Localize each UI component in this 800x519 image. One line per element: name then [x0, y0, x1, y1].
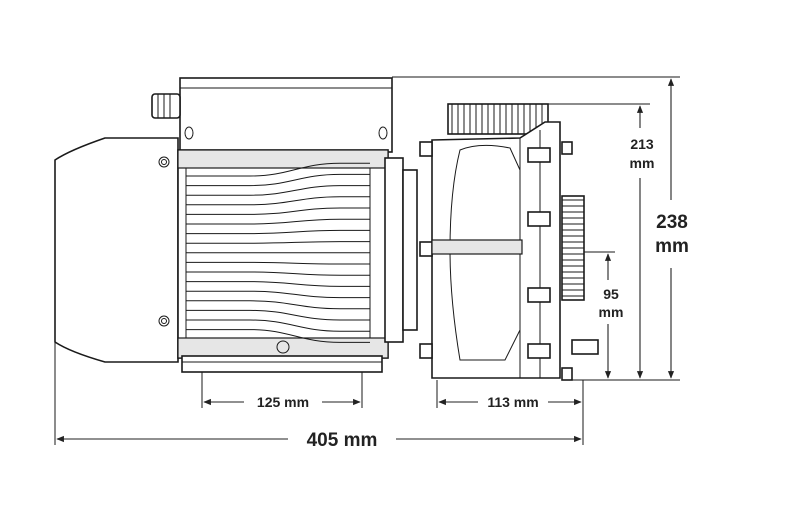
label-405-mm: 405 mm: [307, 430, 378, 451]
inlet-threads: [561, 195, 585, 301]
motor-foot: [181, 355, 383, 373]
cooling-fin: [186, 329, 370, 343]
drain-plug: [276, 340, 290, 354]
cooling-fin: [186, 300, 370, 310]
cooling-fin: [186, 271, 370, 276]
dimension-labels: 125 mm 113 mm 405 mm 213 mm 238 mm 95 mm: [257, 136, 689, 451]
cooling-fins: [186, 162, 370, 343]
label-238: 238: [656, 212, 688, 233]
outlet-threads: [447, 103, 549, 135]
cooling-fin: [186, 162, 370, 177]
label-213: 213: [630, 136, 654, 152]
cooling-fin: [186, 207, 370, 215]
cable-gland: [151, 93, 181, 119]
label-125-mm: 125 mm: [257, 394, 309, 410]
pump-head: [419, 103, 599, 381]
motor-assembly: [54, 77, 418, 373]
cooling-fin: [186, 241, 370, 244]
cooling-fin: [186, 218, 370, 225]
label-238-unit: mm: [655, 236, 689, 257]
label-113-mm: 113 mm: [487, 394, 538, 410]
motor-flange: [384, 157, 404, 343]
cooling-fin: [186, 319, 370, 332]
dimension-lines: [54, 76, 680, 445]
pump-bolts: [419, 141, 573, 381]
cooling-fin: [186, 281, 370, 287]
cooling-fin: [186, 309, 370, 321]
label-213-unit: mm: [630, 155, 655, 171]
cooling-fin: [186, 290, 370, 299]
fan-cover-screw-top: [158, 156, 170, 168]
cooling-fin: [186, 185, 370, 196]
drain-nipple: [571, 339, 599, 355]
cooling-fin: [186, 229, 370, 235]
terminal-box: [179, 77, 393, 153]
fan-cover-screw-bottom: [158, 315, 170, 327]
motor-body: [177, 149, 389, 359]
cooling-fin: [186, 196, 370, 206]
label-95: 95: [603, 286, 619, 302]
cooling-fin: [186, 261, 370, 265]
label-95-unit: mm: [599, 304, 624, 320]
cooling-fin: [186, 173, 370, 187]
fan-cover: [54, 137, 179, 363]
